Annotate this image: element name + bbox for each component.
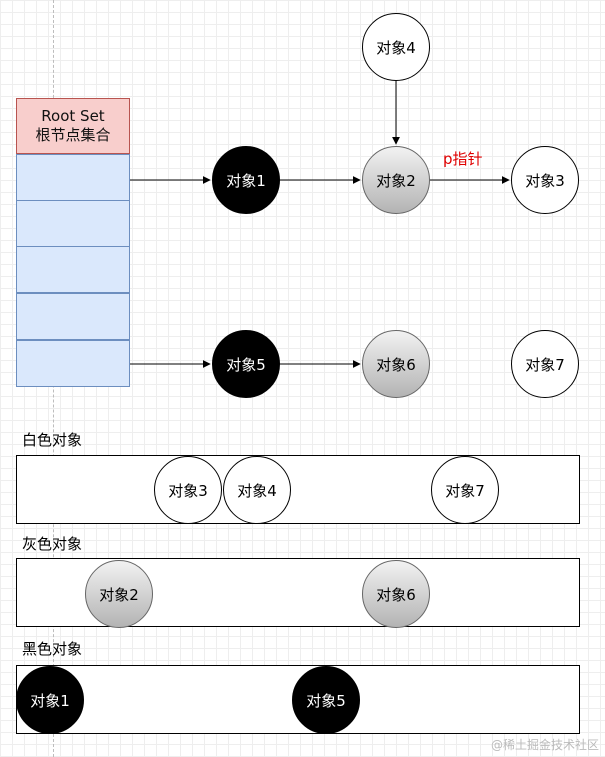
group-title-gray: 灰色对象: [22, 535, 83, 553]
group-gray-member-obj2: 对象2: [85, 560, 153, 628]
group-white-member-obj4: 对象4: [223, 456, 291, 524]
node-obj4: 对象4: [362, 13, 430, 81]
root-set-title-cn: 根节点集合: [35, 126, 111, 144]
group-black-member-obj1: 对象1: [16, 666, 84, 734]
group-white-member-obj7: 对象7: [431, 456, 499, 524]
root-set-row-5: [16, 340, 130, 387]
node-obj5: 对象5: [212, 330, 280, 398]
root-set-header: Root Set 根节点集合: [16, 98, 130, 154]
root-set-row-4: [16, 293, 130, 340]
node-obj3: 对象3: [511, 146, 579, 214]
group-title-black: 黑色对象: [22, 640, 83, 658]
group-title-white: 白色对象: [22, 431, 83, 449]
node-obj7: 对象7: [511, 330, 579, 398]
root-set-row-2: [16, 200, 130, 247]
edge-label-p-pointer: p指针: [443, 150, 483, 168]
watermark: @稀土掘金技术社区: [490, 738, 599, 752]
group-white-member-obj3: 对象3: [154, 456, 222, 524]
root-set-row-1: [16, 154, 130, 201]
group-black-member-obj5: 对象5: [292, 666, 360, 734]
group-gray-member-obj6: 对象6: [362, 560, 430, 628]
root-set-row-3: [16, 246, 130, 293]
node-obj1: 对象1: [212, 146, 280, 214]
node-obj2: 对象2: [362, 146, 430, 214]
root-set-title-en: Root Set: [41, 107, 105, 125]
node-obj6: 对象6: [362, 330, 430, 398]
